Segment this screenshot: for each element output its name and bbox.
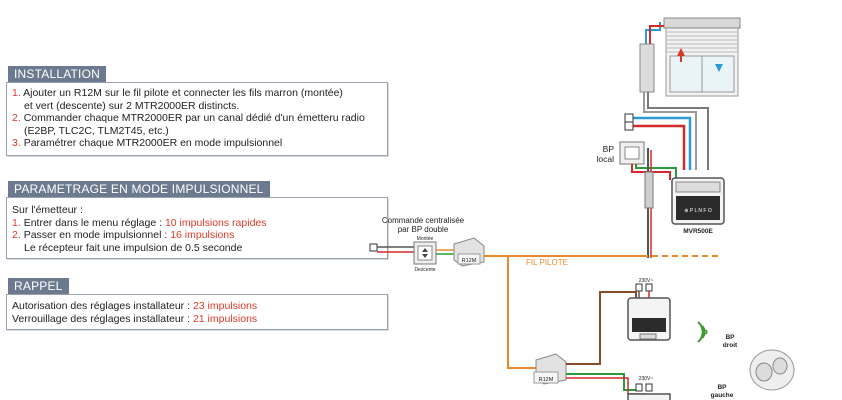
rappel-box: Autorisation des réglages installateur :… — [6, 294, 388, 330]
radio-signal-icon — [697, 321, 708, 343]
parametrage-intro: Sur l'émetteur : — [12, 204, 83, 216]
installation-step-3: 3. Paramétrer chaque MTR2000ER en mode i… — [12, 137, 283, 149]
rappel-line-2: Verrouillage des réglages installateur :… — [12, 312, 258, 325]
voltage-label-2: 230V~ — [639, 376, 654, 382]
bp-droit-label-1: BP — [725, 334, 735, 341]
rappel-heading: RAPPEL — [8, 278, 69, 294]
mvr500e-terminals: ⊕ P L N F O — [684, 208, 712, 214]
mvr500e-label: MVR500E — [683, 228, 713, 235]
parametrage-step-1: 1. Entrer dans le menu réglage : 10 impu… — [12, 216, 267, 229]
bp-local-label-2: local — [597, 154, 615, 164]
descente-label: Descente — [414, 267, 435, 273]
montee-label: Montée — [417, 236, 434, 242]
parametrage-heading: PARAMETRAGE EN MODE IMPULSIONNEL — [8, 181, 270, 197]
bp-droit-label-2: droit — [723, 342, 738, 349]
bp-gauche-label-1: BP — [717, 384, 727, 391]
voltage-label-1: 230V~ — [639, 278, 654, 284]
mvr500e-module-icon — [671, 177, 725, 225]
receiver-module-1-icon — [627, 297, 671, 341]
installation-step-1: 1. Ajouter un R12M sur le fil pilote et … — [12, 87, 343, 99]
installation-step-1-cont: et vert (descente) sur 2 MTR2000ER disti… — [24, 99, 240, 112]
remote-control-icon — [749, 349, 795, 391]
installation-heading: INSTALLATION — [8, 66, 106, 82]
roller-shutter-icon — [639, 17, 741, 97]
installation-step-2-cont: (E2BP, TLC2C, TLM2T45, etc.) — [24, 124, 169, 137]
parametrage-note: Le récepteur fait une impulsion de 0.5 s… — [24, 241, 243, 254]
fil-pilote-label: FIL PILOTE — [526, 258, 568, 267]
installation-step-2: 2. Commander chaque MTR2000ER par un can… — [12, 112, 365, 124]
rappel-line-1: Autorisation des réglages installateur :… — [12, 300, 258, 312]
receiver-module-2-icon — [627, 393, 671, 400]
bp-gauche-label-2: gauche — [711, 392, 734, 399]
parametrage-box: Sur l'émetteur : 1. Entrer dans le menu … — [6, 197, 388, 259]
bp-local-label-1: BP — [603, 144, 615, 154]
r12m-top-module-icon — [453, 237, 485, 267]
commande-label-1: Commande centralisée — [382, 216, 465, 225]
r12m-bottom-module-icon — [533, 353, 567, 385]
r12m-bottom-label: R12M — [539, 377, 554, 383]
bp-double-switch-icon — [413, 241, 437, 265]
commande-label-2: par BP double — [398, 225, 449, 234]
r12m-top-label: R12M — [462, 258, 477, 264]
parametrage-step-2: 2. Passer en mode impulsionnel : 16 impu… — [12, 229, 235, 241]
installation-box: 1. Ajouter un R12M sur le fil pilote et … — [6, 82, 388, 156]
bp-local-switch-icon — [619, 141, 645, 165]
